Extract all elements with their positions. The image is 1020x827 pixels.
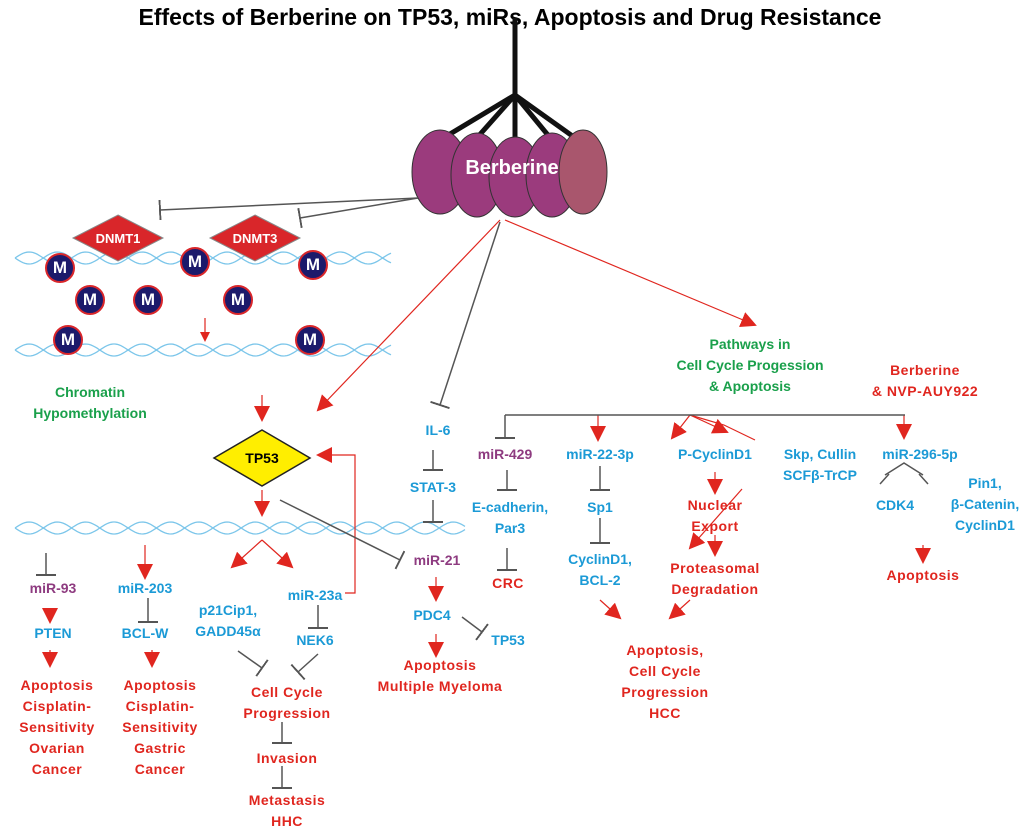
crc: CRC <box>492 575 524 591</box>
p-cyclind1: P-CyclinD1 <box>678 446 752 462</box>
methyl-group: M <box>295 325 325 355</box>
dna-strand <box>14 343 392 357</box>
berberine-stalks <box>438 18 587 148</box>
berberine-label: Berberine <box>465 157 559 179</box>
il6: IL-6 <box>425 422 451 438</box>
methyl-group: M <box>53 325 83 355</box>
bclw: BCL-W <box>121 625 169 641</box>
pin1: Pin1,β-Catenin,CyclinD1 <box>950 475 1020 533</box>
methyl-group: M <box>223 285 253 315</box>
methyl-group: M <box>180 247 210 277</box>
cdk4: CDK4 <box>875 497 915 513</box>
mir93: miR-93 <box>29 580 77 596</box>
mir23a: miR-23a <box>287 587 343 603</box>
ecadherin: E-cadherin,Par3 <box>471 499 549 536</box>
dnmt3-diamond <box>208 214 302 262</box>
combo-label: Berberine& NVP-AUY922 <box>871 362 979 399</box>
dnmt3-label: DNMT3 <box>232 231 278 246</box>
p21-gadd45: p21Cip1,GADD45α <box>195 602 261 639</box>
methyl-group: M <box>75 285 105 315</box>
title: Effects of Berberine on TP53, miRs, Apop… <box>138 4 882 30</box>
dnmt1-diamond <box>71 214 165 262</box>
sp1: Sp1 <box>587 499 613 515</box>
pten: PTEN <box>34 625 72 641</box>
methyl-group: M <box>133 285 163 315</box>
tp53-target: TP53 <box>491 632 525 648</box>
mir22: miR-22-3p <box>566 446 634 462</box>
mir429: miR-429 <box>477 446 533 462</box>
invasion: Invasion <box>256 750 318 766</box>
methyl-group: M <box>45 253 75 283</box>
pdc4: PDC4 <box>413 607 451 623</box>
dnmt1-label: DNMT1 <box>95 231 141 246</box>
mir21: miR-21 <box>413 552 461 568</box>
tp53-diamond <box>212 429 312 487</box>
cyclind1-bcl2: CyclinD1,BCL-2 <box>568 551 632 588</box>
mir296: miR-296-5p <box>882 446 958 462</box>
berberine-ellipses <box>411 129 608 218</box>
tp53-label: TP53 <box>245 450 279 466</box>
nek6: NEK6 <box>296 632 334 648</box>
dna-strand <box>14 521 466 535</box>
mir203: miR-203 <box>117 580 173 596</box>
apoptosis: Apoptosis <box>886 567 960 583</box>
dna-strand <box>14 521 466 535</box>
stat3: STAT-3 <box>409 479 457 495</box>
methyl-group: M <box>298 250 328 280</box>
